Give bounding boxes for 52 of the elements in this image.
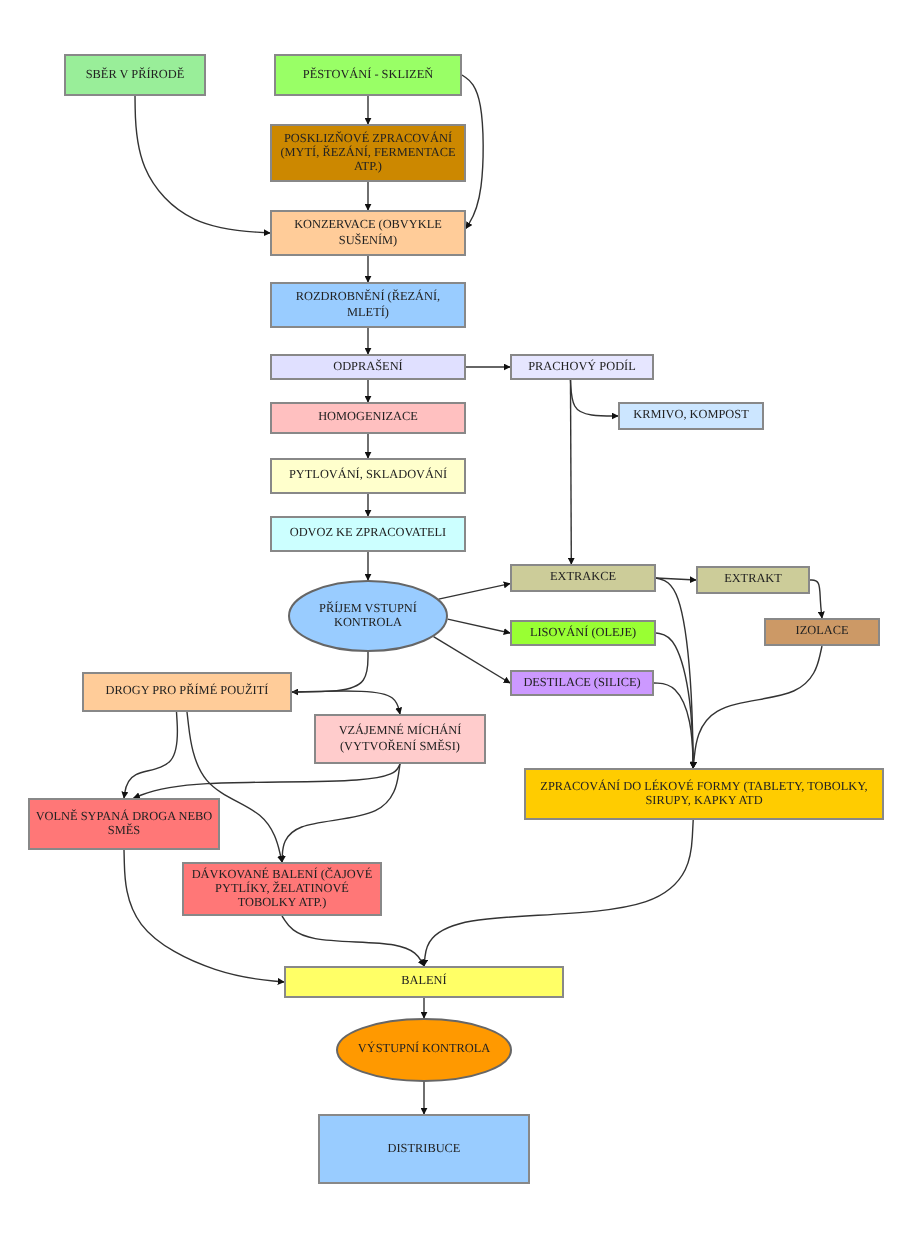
arrow	[690, 645, 823, 769]
arrow	[186, 711, 284, 863]
arrow	[447, 618, 511, 636]
process-box	[510, 564, 656, 592]
arrow	[121, 711, 179, 799]
process-box	[696, 566, 810, 594]
process-box	[270, 458, 466, 494]
arrow	[364, 327, 372, 355]
process-box	[82, 672, 292, 712]
arrow	[291, 690, 403, 715]
process-box	[270, 210, 466, 256]
process-box	[524, 768, 884, 820]
arrow	[437, 581, 511, 600]
process-box	[274, 54, 462, 96]
process-box	[64, 54, 206, 96]
arrow	[364, 255, 372, 283]
arrow	[364, 379, 372, 403]
arrow	[653, 682, 697, 769]
process-box	[284, 966, 564, 998]
arrow	[420, 997, 428, 1019]
arrow	[364, 551, 372, 581]
arrow	[465, 363, 511, 371]
arrow	[809, 579, 825, 619]
arrow	[364, 493, 372, 517]
arrow	[364, 433, 372, 459]
process-box	[270, 282, 466, 328]
process-box	[314, 714, 486, 764]
process-box	[764, 618, 880, 646]
arrow	[364, 181, 372, 211]
arrow	[132, 763, 401, 799]
process-box	[618, 402, 764, 430]
process-box	[510, 670, 654, 696]
process-box	[318, 1114, 530, 1184]
arrow	[461, 74, 484, 230]
arrow	[421, 819, 694, 967]
process-box	[28, 798, 220, 850]
process-box	[510, 354, 654, 380]
arrow	[567, 379, 575, 565]
process-box	[510, 620, 656, 646]
arrow	[123, 849, 285, 985]
arrow	[655, 576, 697, 584]
arrow	[281, 915, 425, 967]
process-box	[270, 354, 466, 380]
arrow	[291, 651, 369, 696]
arrow	[134, 95, 271, 237]
process-box	[270, 402, 466, 434]
process-box	[270, 516, 466, 552]
arrow	[364, 95, 372, 125]
arrow	[420, 1081, 428, 1115]
arrow	[432, 635, 511, 684]
process-box	[270, 124, 466, 182]
arrow	[278, 763, 401, 863]
